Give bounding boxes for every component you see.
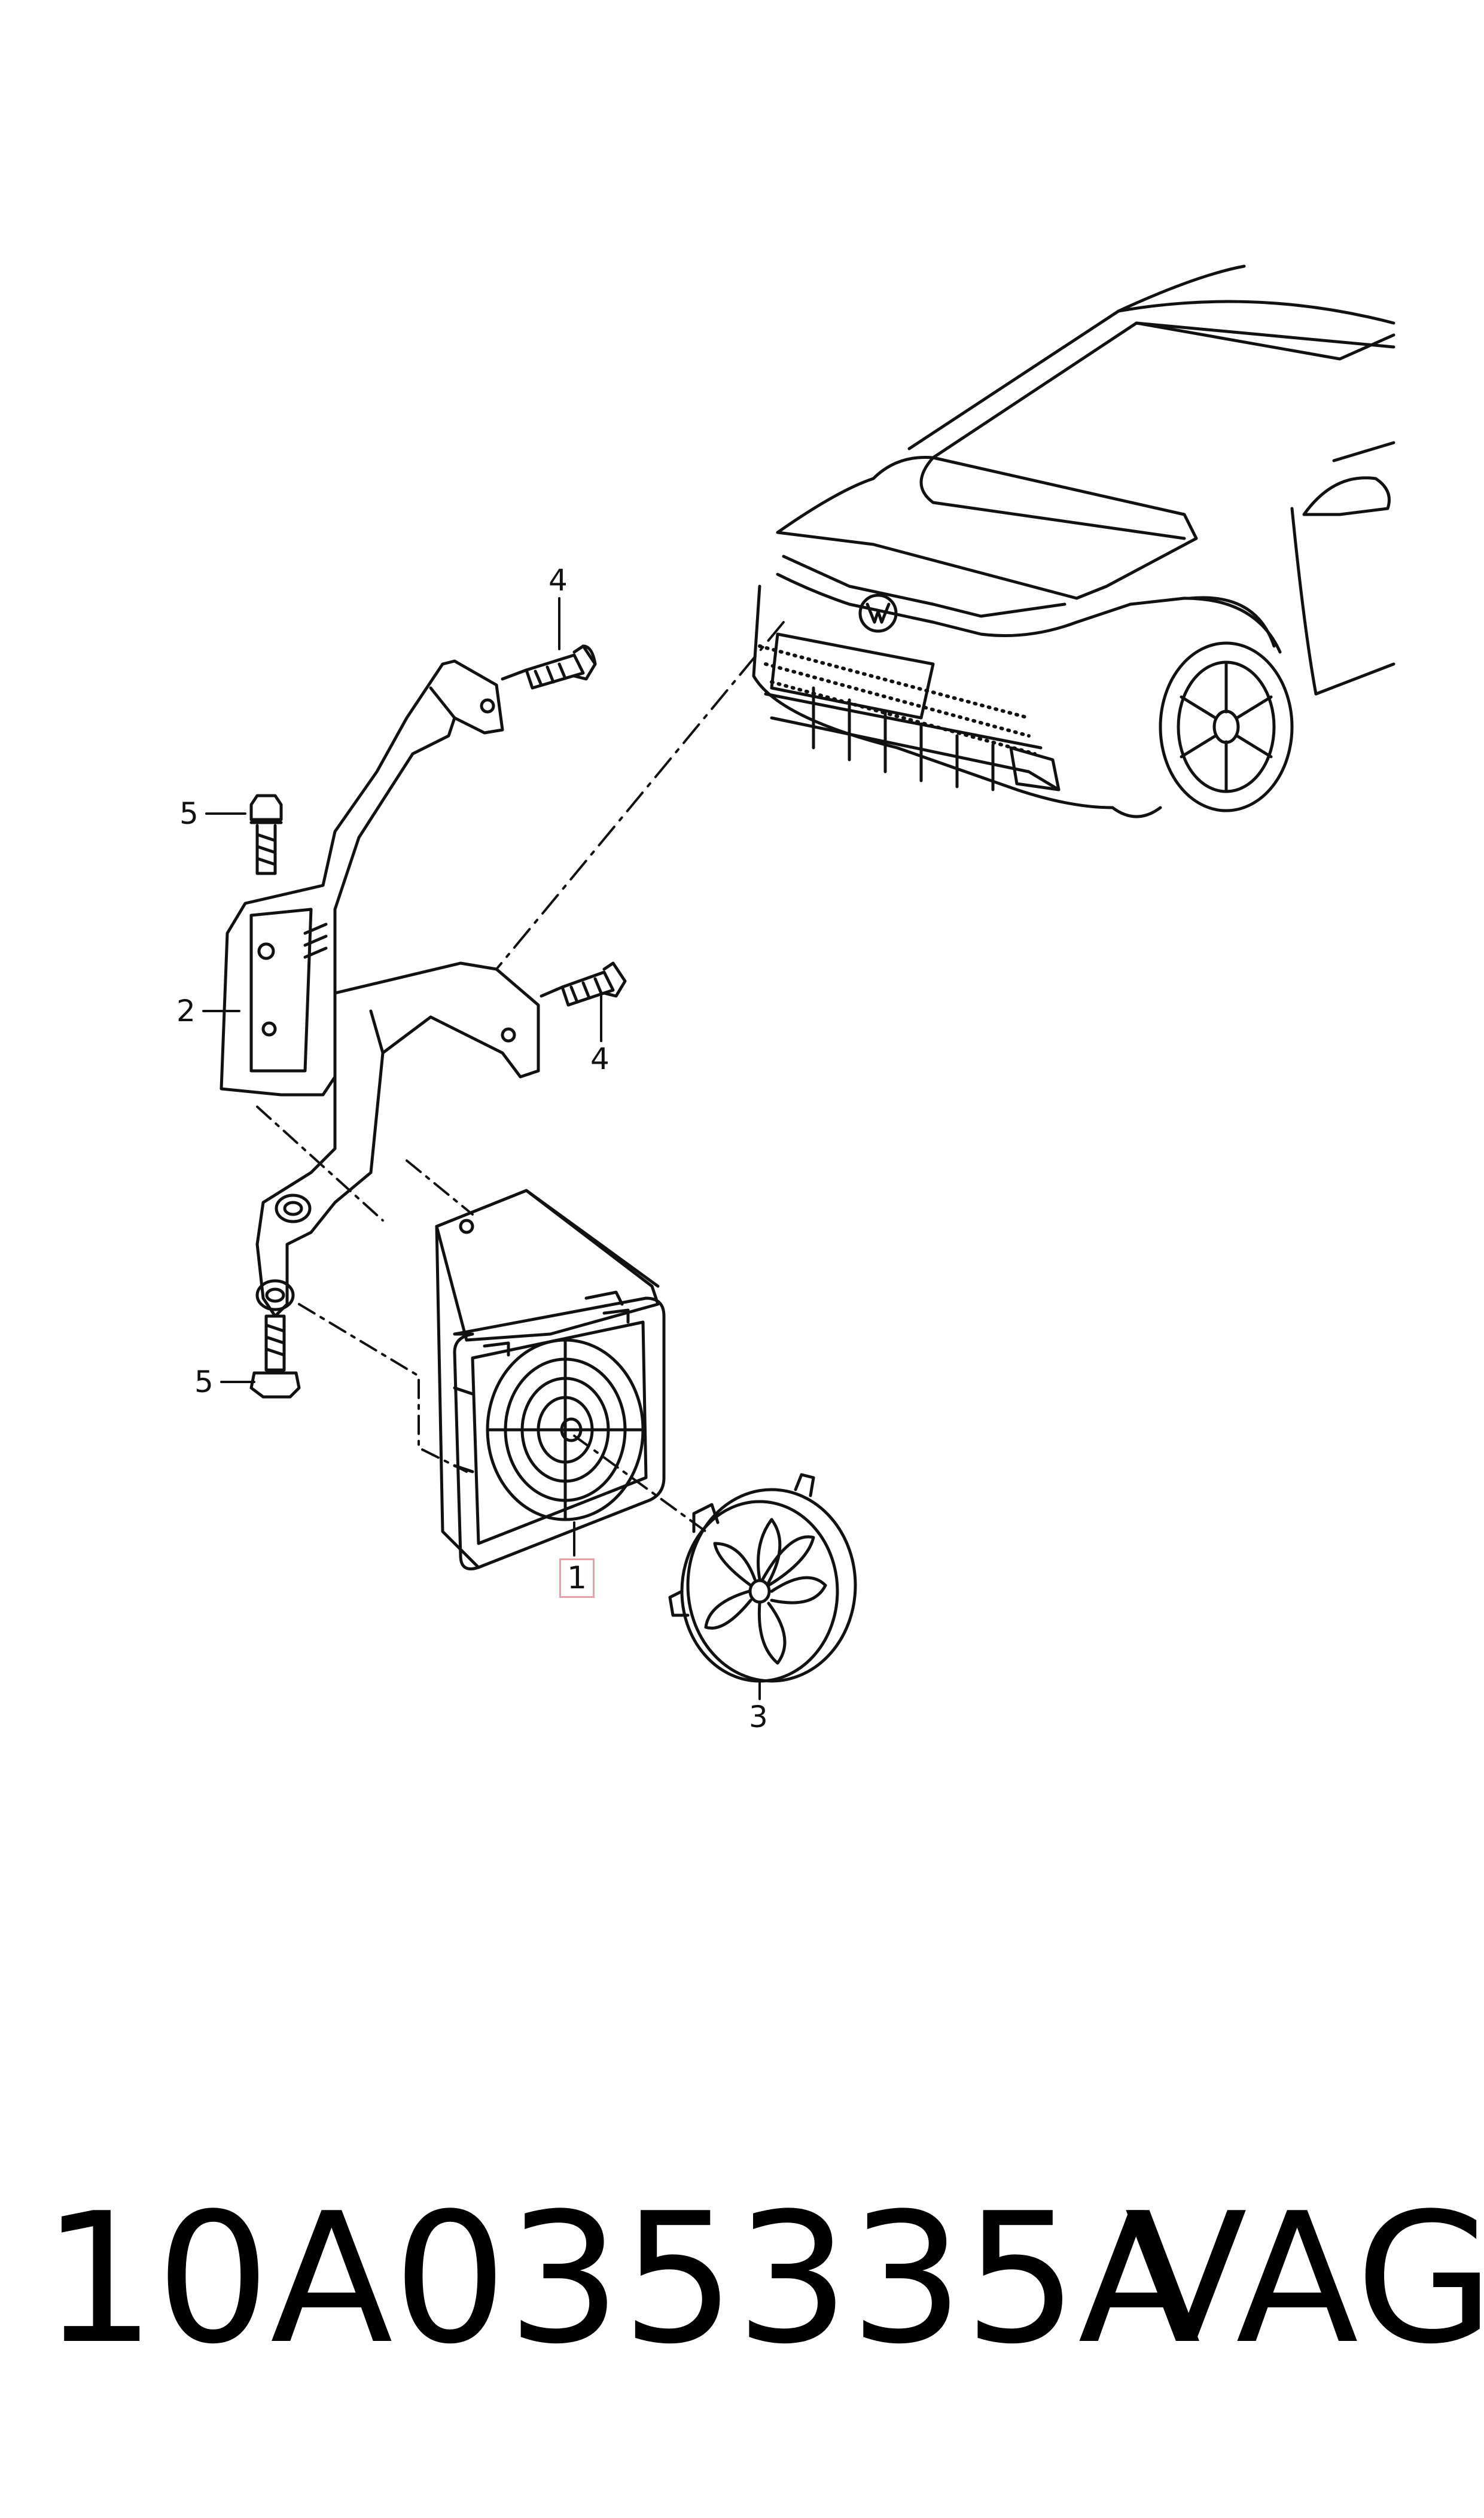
- leader-line-vehicle: [496, 622, 784, 969]
- callout-4-top: 4: [548, 563, 568, 598]
- acoustic-generator-unit: [437, 1191, 664, 1569]
- brand-label: VAG: [1125, 2175, 1484, 2383]
- part-number-label: 10A035335A: [42, 2175, 1201, 2383]
- callout-3: 3: [749, 1700, 768, 1734]
- leader-lines-mounting: [257, 1107, 473, 1472]
- callout-2: 2: [176, 994, 196, 1028]
- callout-5-bottom: 5: [194, 1365, 214, 1399]
- callout-leaders: [203, 598, 760, 1699]
- exploded-parts-diagram: 4 5 2 4 5 1 3: [0, 0, 1484, 2034]
- screw-4-top: [502, 646, 595, 688]
- screw-4-middle: [541, 963, 625, 1005]
- screw-5-top: [251, 796, 281, 873]
- leader-line-cover: [574, 1436, 706, 1531]
- mounting-bracket: [221, 661, 538, 1316]
- cover-cap: [670, 1475, 855, 1681]
- vehicle-illustration: [754, 266, 1394, 817]
- diagram-drawing: [0, 0, 1484, 2034]
- callout-4-middle: 4: [590, 1042, 610, 1076]
- callout-5-top: 5: [179, 796, 199, 831]
- screw-5-bottom: [251, 1316, 299, 1397]
- callout-1: 1: [559, 1558, 595, 1598]
